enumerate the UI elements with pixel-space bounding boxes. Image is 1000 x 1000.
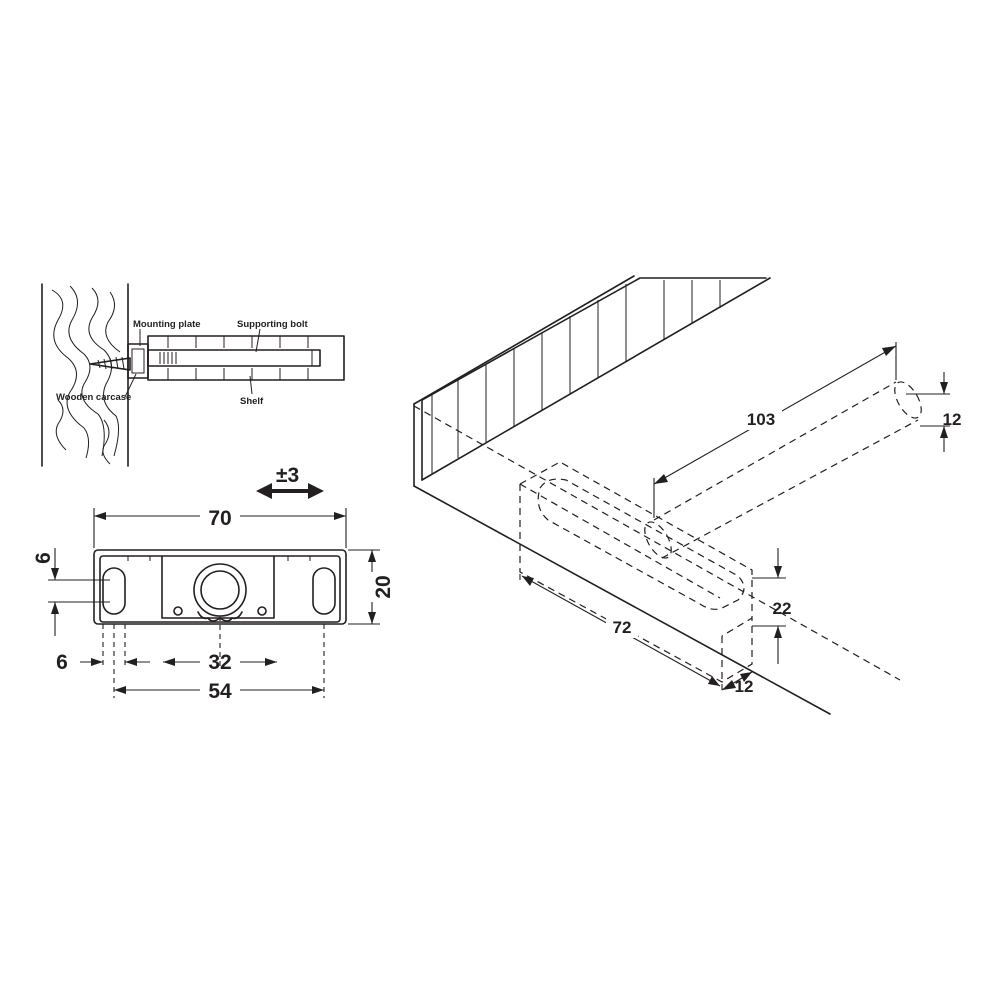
left-slot (102, 567, 126, 615)
dim-22: 22 (773, 599, 792, 618)
isometric-view: 103 12 72 22 12 (413, 275, 962, 715)
shelf-board (413, 275, 831, 715)
label-shelf: Shelf (240, 396, 264, 407)
dim-70: 70 (208, 507, 231, 530)
label-mounting-plate: Mounting plate (133, 319, 201, 330)
label-wooden-carcase: Wooden carcase (56, 392, 131, 403)
section-view: Mounting plate Supporting bolt Wooden ca… (41, 283, 345, 467)
mounting-plate-front (93, 549, 347, 625)
dim-54: 54 (208, 680, 232, 703)
dim-12-bolt: 12 (943, 410, 962, 429)
shelf-section (147, 335, 345, 381)
bolt-recess (519, 461, 753, 683)
adjustment-label: ±3 (276, 464, 299, 487)
double-arrow-icon (256, 483, 324, 499)
label-supporting-bolt: Supporting bolt (237, 319, 309, 330)
dim-6-horizontal: 6 (56, 651, 68, 674)
dim-20: 20 (372, 575, 395, 598)
dim-12-recess: 12 (735, 677, 754, 696)
supporting-bolt (147, 349, 321, 367)
dim-6-vertical: 6 (32, 552, 55, 564)
bolt-outline (644, 381, 922, 559)
wood-screw (89, 356, 131, 371)
right-slot (312, 567, 336, 615)
dim-32: 32 (208, 651, 231, 674)
wooden-carcase-wall (41, 283, 129, 467)
plate-view: ±3 (32, 464, 395, 703)
dim-103: 103 (747, 410, 775, 429)
dim-72: 72 (613, 618, 632, 637)
